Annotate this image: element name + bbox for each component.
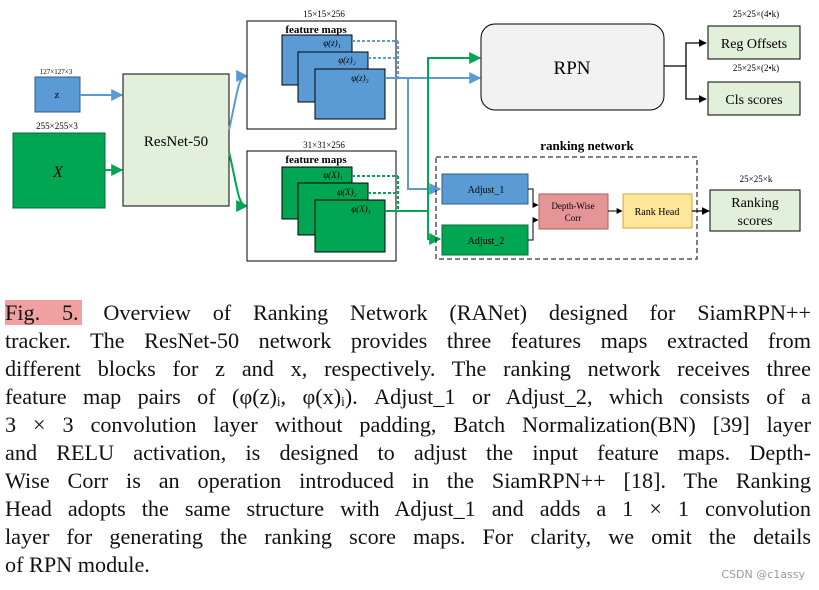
input-z-size: 127×127×3 bbox=[40, 68, 73, 76]
caption-line-1-text: Overview of Ranking Network (RANet) desi… bbox=[103, 300, 811, 325]
caption-line-8: Head adopts the same structure with Adju… bbox=[5, 496, 811, 521]
feat-x-map-1-label: φ(X)₁ bbox=[323, 170, 343, 180]
watermark: CSDN @c1assy bbox=[721, 568, 805, 581]
cls-box bbox=[707, 81, 801, 116]
feat-x-map-3 bbox=[314, 199, 386, 253]
figure-label: Fig. 5. bbox=[5, 300, 82, 325]
corr-label-1: Depth-Wise bbox=[551, 201, 594, 211]
figure-diagram: 127×127×3 z 255×255×3 X ResNet-50 15×15×… bbox=[12, 9, 801, 262]
feat-x-size: 31×31×256 bbox=[303, 140, 345, 150]
adjust1-box bbox=[441, 173, 529, 205]
backbone-box bbox=[122, 73, 230, 207]
backbone-label: ResNet-50 bbox=[144, 134, 208, 150]
arrow-rpn-to-reg bbox=[664, 39, 707, 67]
feat-z-map-3-label: φ(z)₃ bbox=[351, 73, 369, 83]
ranking-frame bbox=[435, 156, 698, 260]
caption-line-3: different blocks for z and x, respective… bbox=[5, 356, 811, 381]
arrow-backbone-to-feat-z bbox=[228, 70, 249, 131]
feat-x-title: feature maps bbox=[285, 154, 347, 166]
scores-box bbox=[709, 189, 801, 232]
input-z-label: z bbox=[55, 89, 60, 101]
corr-label-2: Corr bbox=[565, 213, 582, 223]
feat-x-dashed-links bbox=[352, 175, 399, 211]
feat-z-map-3 bbox=[314, 68, 386, 120]
scores-label-2: scores bbox=[738, 214, 773, 229]
scores-size: 25×25×k bbox=[740, 174, 773, 184]
input-z-box bbox=[34, 76, 81, 113]
adjust1-label: Adjust_1 bbox=[468, 185, 505, 196]
feat-x-map-3-label: φ(X)₃ bbox=[351, 204, 371, 214]
arrow-x-to-rpn bbox=[385, 52, 482, 212]
feat-z-map-1-label: φ(z)₁ bbox=[323, 38, 341, 48]
rpn-label: RPN bbox=[554, 58, 591, 79]
scores-label-1: Ranking bbox=[731, 196, 778, 211]
caption-line-1: Fig. 5. Overview of Ranking Network (RAN… bbox=[5, 299, 811, 326]
corr-box bbox=[538, 193, 609, 230]
cls-size: 25×25×(2•k) bbox=[733, 63, 779, 73]
reg-size: 25×25×(4•k) bbox=[733, 9, 779, 19]
adjust2-label: Adjust_2 bbox=[468, 236, 505, 247]
caption-line-6: and RELU activation, is designed to adju… bbox=[5, 440, 811, 465]
reg-box bbox=[707, 25, 801, 60]
reg-label: Reg Offsets bbox=[721, 37, 787, 52]
input-x-box bbox=[12, 132, 106, 209]
rpn-box bbox=[480, 23, 665, 111]
arrow-rpn-to-cls bbox=[685, 66, 707, 103]
arrow-adjust2-to-corr bbox=[528, 217, 539, 241]
caption-line-5: 3 × 3 convolution layer without padding,… bbox=[5, 412, 811, 437]
caption-line-10: of RPN module. bbox=[5, 552, 150, 577]
input-x-label: X bbox=[52, 164, 64, 181]
caption-line-9: layer for generating the ranking score m… bbox=[5, 524, 811, 549]
feat-x-map-2-label: φ(X)₂ bbox=[337, 187, 357, 197]
input-x-size: 255×255×3 bbox=[36, 121, 78, 131]
arrow-adjust1-to-corr bbox=[528, 188, 539, 208]
caption-line-7: Wise Corr is an operation introduced in … bbox=[5, 468, 811, 493]
head-label: Rank Head bbox=[635, 207, 680, 218]
feat-z-title: feature maps bbox=[285, 24, 347, 36]
caption-line-2: tracker. The ResNet-50 network provides … bbox=[5, 328, 811, 353]
caption-line-4: feature map pairs of (φ(z)ᵢ, φ(x)ᵢ). Adj… bbox=[5, 384, 811, 409]
head-box bbox=[622, 193, 693, 229]
feat-z-dashed-links bbox=[352, 40, 399, 78]
arrow-backbone-to-feat-x bbox=[228, 151, 249, 212]
arrow-z-to-adjust1 bbox=[407, 78, 442, 195]
cls-label: Cls scores bbox=[725, 93, 782, 108]
feat-z-size: 15×15×256 bbox=[303, 9, 345, 19]
ranking-title: ranking network bbox=[540, 138, 634, 153]
arrow-x-to-adjust2 bbox=[427, 211, 442, 245]
feat-z-map-2-label: φ(z)₂ bbox=[338, 55, 356, 65]
